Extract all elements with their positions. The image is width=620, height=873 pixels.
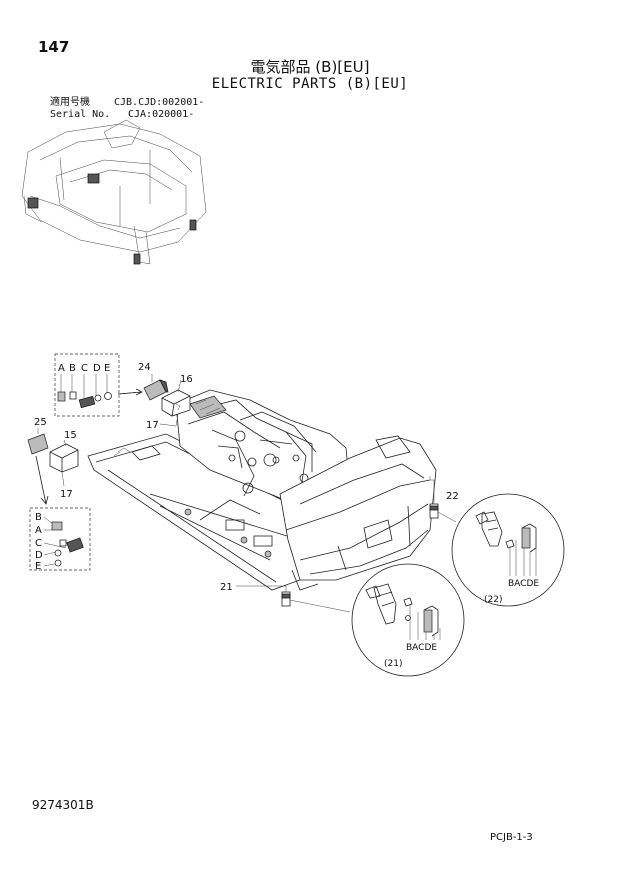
inset-top-letter-a: A (58, 363, 65, 374)
work-light-left (27, 428, 79, 505)
machine-frame (87, 389, 437, 591)
callout-22: 22 (446, 491, 459, 502)
lens-22 (521, 527, 531, 549)
bulb-part-b (59, 539, 67, 547)
inset-top-letter-d: D (93, 363, 101, 374)
page-title-en: ELECTRIC PARTS (B)[EU] (211, 76, 409, 92)
lens-part-a (57, 391, 66, 402)
serial-row2-value: CJA:020001- (128, 109, 195, 120)
light-housing-15 (49, 443, 79, 473)
housing-part-c (78, 395, 96, 409)
inset-top-letter-b: B (69, 363, 76, 374)
detail-21-caption: (21) (384, 659, 402, 669)
inset-left-letter-c: C (35, 538, 42, 549)
callout-17-lower: 17 (60, 489, 73, 500)
page-title-jp: 電気部品 (B)[EU] (250, 58, 370, 76)
page-code: PCJB-1-3 (490, 832, 533, 843)
inset-left-letter-b: B (35, 512, 42, 523)
callout-21: 21 (220, 582, 233, 593)
inset-left-letter-a: A (35, 525, 42, 536)
callout-15: 15 (64, 430, 77, 441)
callout-25: 25 (34, 417, 47, 428)
serial-info: 適用号機 CJB.CJD:002001- Serial No. CJA:0200… (50, 97, 204, 121)
callout-17-upper: 17 (146, 420, 159, 431)
overview-machine-sketch (21, 119, 207, 265)
inset-top-letter-e: E (104, 363, 110, 374)
bulb-part-b (69, 391, 77, 400)
detail-21-letters: BACDE (406, 643, 437, 653)
light-lens-25 (27, 433, 49, 455)
callout-labels: 24 16 17 25 15 17 22 21 (34, 362, 459, 593)
serial-row1-value: CJB.CJD:002001- (114, 97, 205, 108)
work-light-upper (117, 374, 191, 427)
serial-row1-label: 適用号機 (50, 97, 90, 108)
document-code: 9274301B (32, 798, 94, 812)
callout-24: 24 (138, 362, 151, 373)
inset-top-letter-c: C (81, 363, 88, 374)
detail-22-letters: BACDE (508, 579, 539, 589)
lens-21 (423, 609, 433, 633)
serial-row2-label: Serial No. (50, 109, 111, 120)
housing-part-c (66, 537, 84, 553)
gasket-part-d (94, 394, 102, 402)
inset-left-letter-d: D (35, 550, 43, 561)
inset-top-parts: A B C D E (54, 353, 120, 417)
screw-part-e (54, 559, 62, 567)
detail-22-caption: (22) (484, 595, 502, 605)
detail-circle-22: BACDE (22) (451, 493, 565, 607)
inset-left-letter-e: E (35, 561, 41, 572)
screw-part-e (104, 392, 112, 400)
detail-circle-21: BACDE (21) (351, 563, 465, 677)
inset-left-parts: B A C D E (29, 507, 91, 572)
callout-16: 16 (180, 374, 193, 385)
rear-lamps (236, 476, 457, 613)
gasket-part-d (54, 549, 62, 557)
lens-part-a (51, 521, 63, 531)
page-number: 147 (38, 38, 70, 56)
